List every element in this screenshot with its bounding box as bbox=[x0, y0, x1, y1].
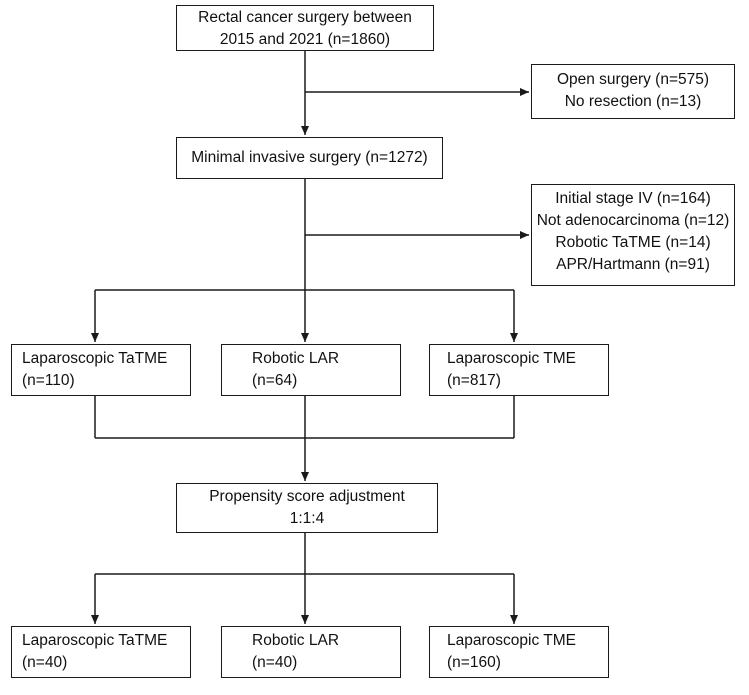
group-robotic-lar-name: Robotic LAR bbox=[252, 350, 340, 367]
exclusion-robotic-tatme: Robotic TaTME (n=14) bbox=[555, 234, 711, 251]
matched-lap-tatme-name: Laparoscopic TaTME bbox=[22, 632, 168, 649]
propensity-box: Propensity score adjustment 1:1:4 bbox=[176, 483, 438, 533]
exclusion-open-line2: No resection (n=13) bbox=[564, 93, 702, 110]
group-robotic-lar-count: (n=64) bbox=[252, 372, 298, 389]
group-lap-tatme-box: Laparoscopic TaTME (n=110) bbox=[11, 344, 191, 396]
group-lap-tatme-count: (n=110) bbox=[22, 372, 75, 389]
exclusion-adenocarcinoma: Not adenocarcinoma (n=12) bbox=[536, 212, 730, 229]
matched-lap-tatme-count: (n=40) bbox=[22, 654, 68, 671]
matched-lap-tme-box: Laparoscopic TME (n=160) bbox=[429, 626, 609, 678]
matched-lap-tatme-box: Laparoscopic TaTME (n=40) bbox=[11, 626, 191, 678]
group-lap-tme-name: Laparoscopic TME bbox=[447, 350, 576, 367]
group-robotic-lar-box: Robotic LAR (n=64) bbox=[221, 344, 401, 396]
mis-box: Minimal invasive surgery (n=1272) bbox=[176, 137, 443, 179]
matched-robotic-lar-count: (n=40) bbox=[252, 654, 298, 671]
exclusion-criteria-box: Initial stage IV (n=164) Not adenocarcin… bbox=[531, 184, 735, 286]
exclusion-stage4: Initial stage IV (n=164) bbox=[555, 190, 711, 207]
exclusion-open-line1: Open surgery (n=575) bbox=[556, 71, 710, 88]
propensity-ratio: 1:1:4 bbox=[289, 510, 325, 527]
matched-robotic-lar-name: Robotic LAR bbox=[252, 632, 340, 649]
total-cohort-line2: 2015 and 2021 (n=1860) bbox=[219, 31, 391, 48]
matched-robotic-lar-box: Robotic LAR (n=40) bbox=[221, 626, 401, 678]
mis-line1: Minimal invasive surgery (n=1272) bbox=[191, 149, 428, 166]
group-lap-tme-box: Laparoscopic TME (n=817) bbox=[429, 344, 609, 396]
propensity-line1: Propensity score adjustment bbox=[209, 488, 405, 505]
exclusion-open-box: Open surgery (n=575) No resection (n=13) bbox=[531, 64, 735, 119]
total-cohort-box: Rectal cancer surgery between 2015 and 2… bbox=[176, 5, 434, 51]
total-cohort-line1: Rectal cancer surgery between bbox=[198, 9, 412, 26]
group-lap-tatme-name: Laparoscopic TaTME bbox=[22, 350, 168, 367]
matched-lap-tme-name: Laparoscopic TME bbox=[447, 632, 576, 649]
exclusion-apr-hartmann: APR/Hartmann (n=91) bbox=[556, 256, 710, 273]
group-lap-tme-count: (n=817) bbox=[447, 372, 501, 389]
matched-lap-tme-count: (n=160) bbox=[447, 654, 501, 671]
